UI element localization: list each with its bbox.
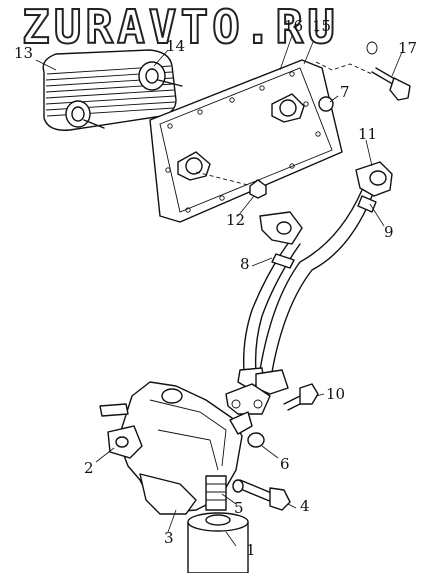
cooler-cover-plate	[149, 59, 343, 223]
callout-12: 12	[226, 211, 246, 229]
callout-7: 7	[340, 83, 350, 101]
callout-14: 14	[166, 37, 186, 55]
oil-filter-1	[187, 512, 249, 574]
assembly-line	[195, 171, 253, 187]
callout-6: 6	[280, 455, 290, 473]
callout-1: 1	[246, 541, 256, 559]
callout-3: 3	[164, 529, 174, 547]
bolt-4	[232, 479, 291, 511]
callout-16: 16	[284, 17, 304, 35]
oil-cooler-core	[42, 49, 183, 131]
callout-2: 2	[84, 459, 94, 477]
nipple-5	[205, 475, 227, 511]
watermark-logo: ZURAVTO.RU	[21, 0, 339, 54]
callout-5: 5	[234, 499, 244, 517]
oil-pipes	[225, 161, 393, 415]
nut-12	[249, 179, 267, 199]
leader-lines	[35, 29, 403, 547]
callout-17: 17	[398, 39, 418, 57]
bolt-10	[283, 383, 319, 411]
bolt-17	[371, 67, 411, 101]
o-ring-upper	[366, 41, 378, 55]
assembly-line	[315, 61, 373, 75]
callout-10: 10	[326, 385, 346, 403]
callout-13: 13	[14, 44, 34, 62]
callout-11: 11	[358, 125, 378, 143]
callout-4: 4	[300, 497, 310, 515]
o-ring-7	[318, 96, 334, 112]
callout-8: 8	[240, 255, 250, 273]
callout-15: 15	[312, 17, 332, 35]
callout-9: 9	[384, 223, 394, 241]
o-ring-6	[247, 432, 265, 448]
